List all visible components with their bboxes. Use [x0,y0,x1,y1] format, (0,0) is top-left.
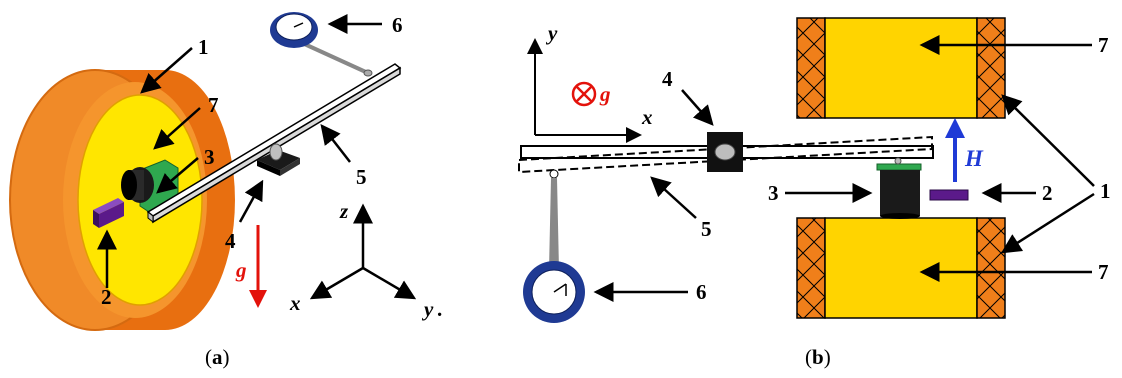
pivot-a [257,143,300,176]
gravity-label-b: g [599,82,611,106]
label-2-b: 2 [1042,181,1053,205]
label-7-a: 7 [208,93,219,117]
label-4-b: 4 [662,67,673,91]
label-4-a: 4 [225,229,236,253]
label-6-a: 6 [392,13,403,37]
axis-y-b: y [545,21,558,45]
caption-b: (b) [805,345,831,369]
label-2-a: 2 [101,285,112,309]
label-5-b: 5 [701,217,712,241]
caption-a: (a) [205,345,230,369]
label-1-b: 1 [1100,179,1111,203]
label-7-bottom-b: 7 [1098,260,1109,284]
leader-arrows-b [593,35,1095,302]
label-3-b: 3 [768,181,779,205]
gauge-a [270,12,373,77]
axis-x-b: x [641,105,653,129]
gauge-b [523,169,585,323]
label-1-a: 1 [198,35,209,59]
panel-a: 1 7 3 2 4 5 6 g z x y . (a) [9,12,442,369]
label-3-a: 3 [204,145,215,169]
label-6-b: 6 [696,280,707,304]
field-label-b: H [964,146,984,171]
pivot-b [707,132,743,172]
magnet-b [929,189,969,201]
sensor-b [876,157,922,219]
axis-y-period-a: . [437,297,442,321]
coil-assembly-a [9,69,235,331]
axes-b [527,38,642,143]
axis-z-a: z [339,199,349,223]
gravity-label-a: g [235,258,247,282]
label-5-a: 5 [356,165,367,189]
coil-top-b [796,17,1006,119]
axis-x-a: x [289,291,301,315]
label-7-top-b: 7 [1098,33,1109,57]
coil-bottom-b [796,217,1006,319]
magnet-a [93,198,124,228]
leader-arrows-a [97,14,382,288]
axes-a [309,203,417,300]
axis-y-a: y [421,297,434,321]
panel-b: y x g [518,17,1111,369]
gravity-into-page-b [571,81,597,107]
